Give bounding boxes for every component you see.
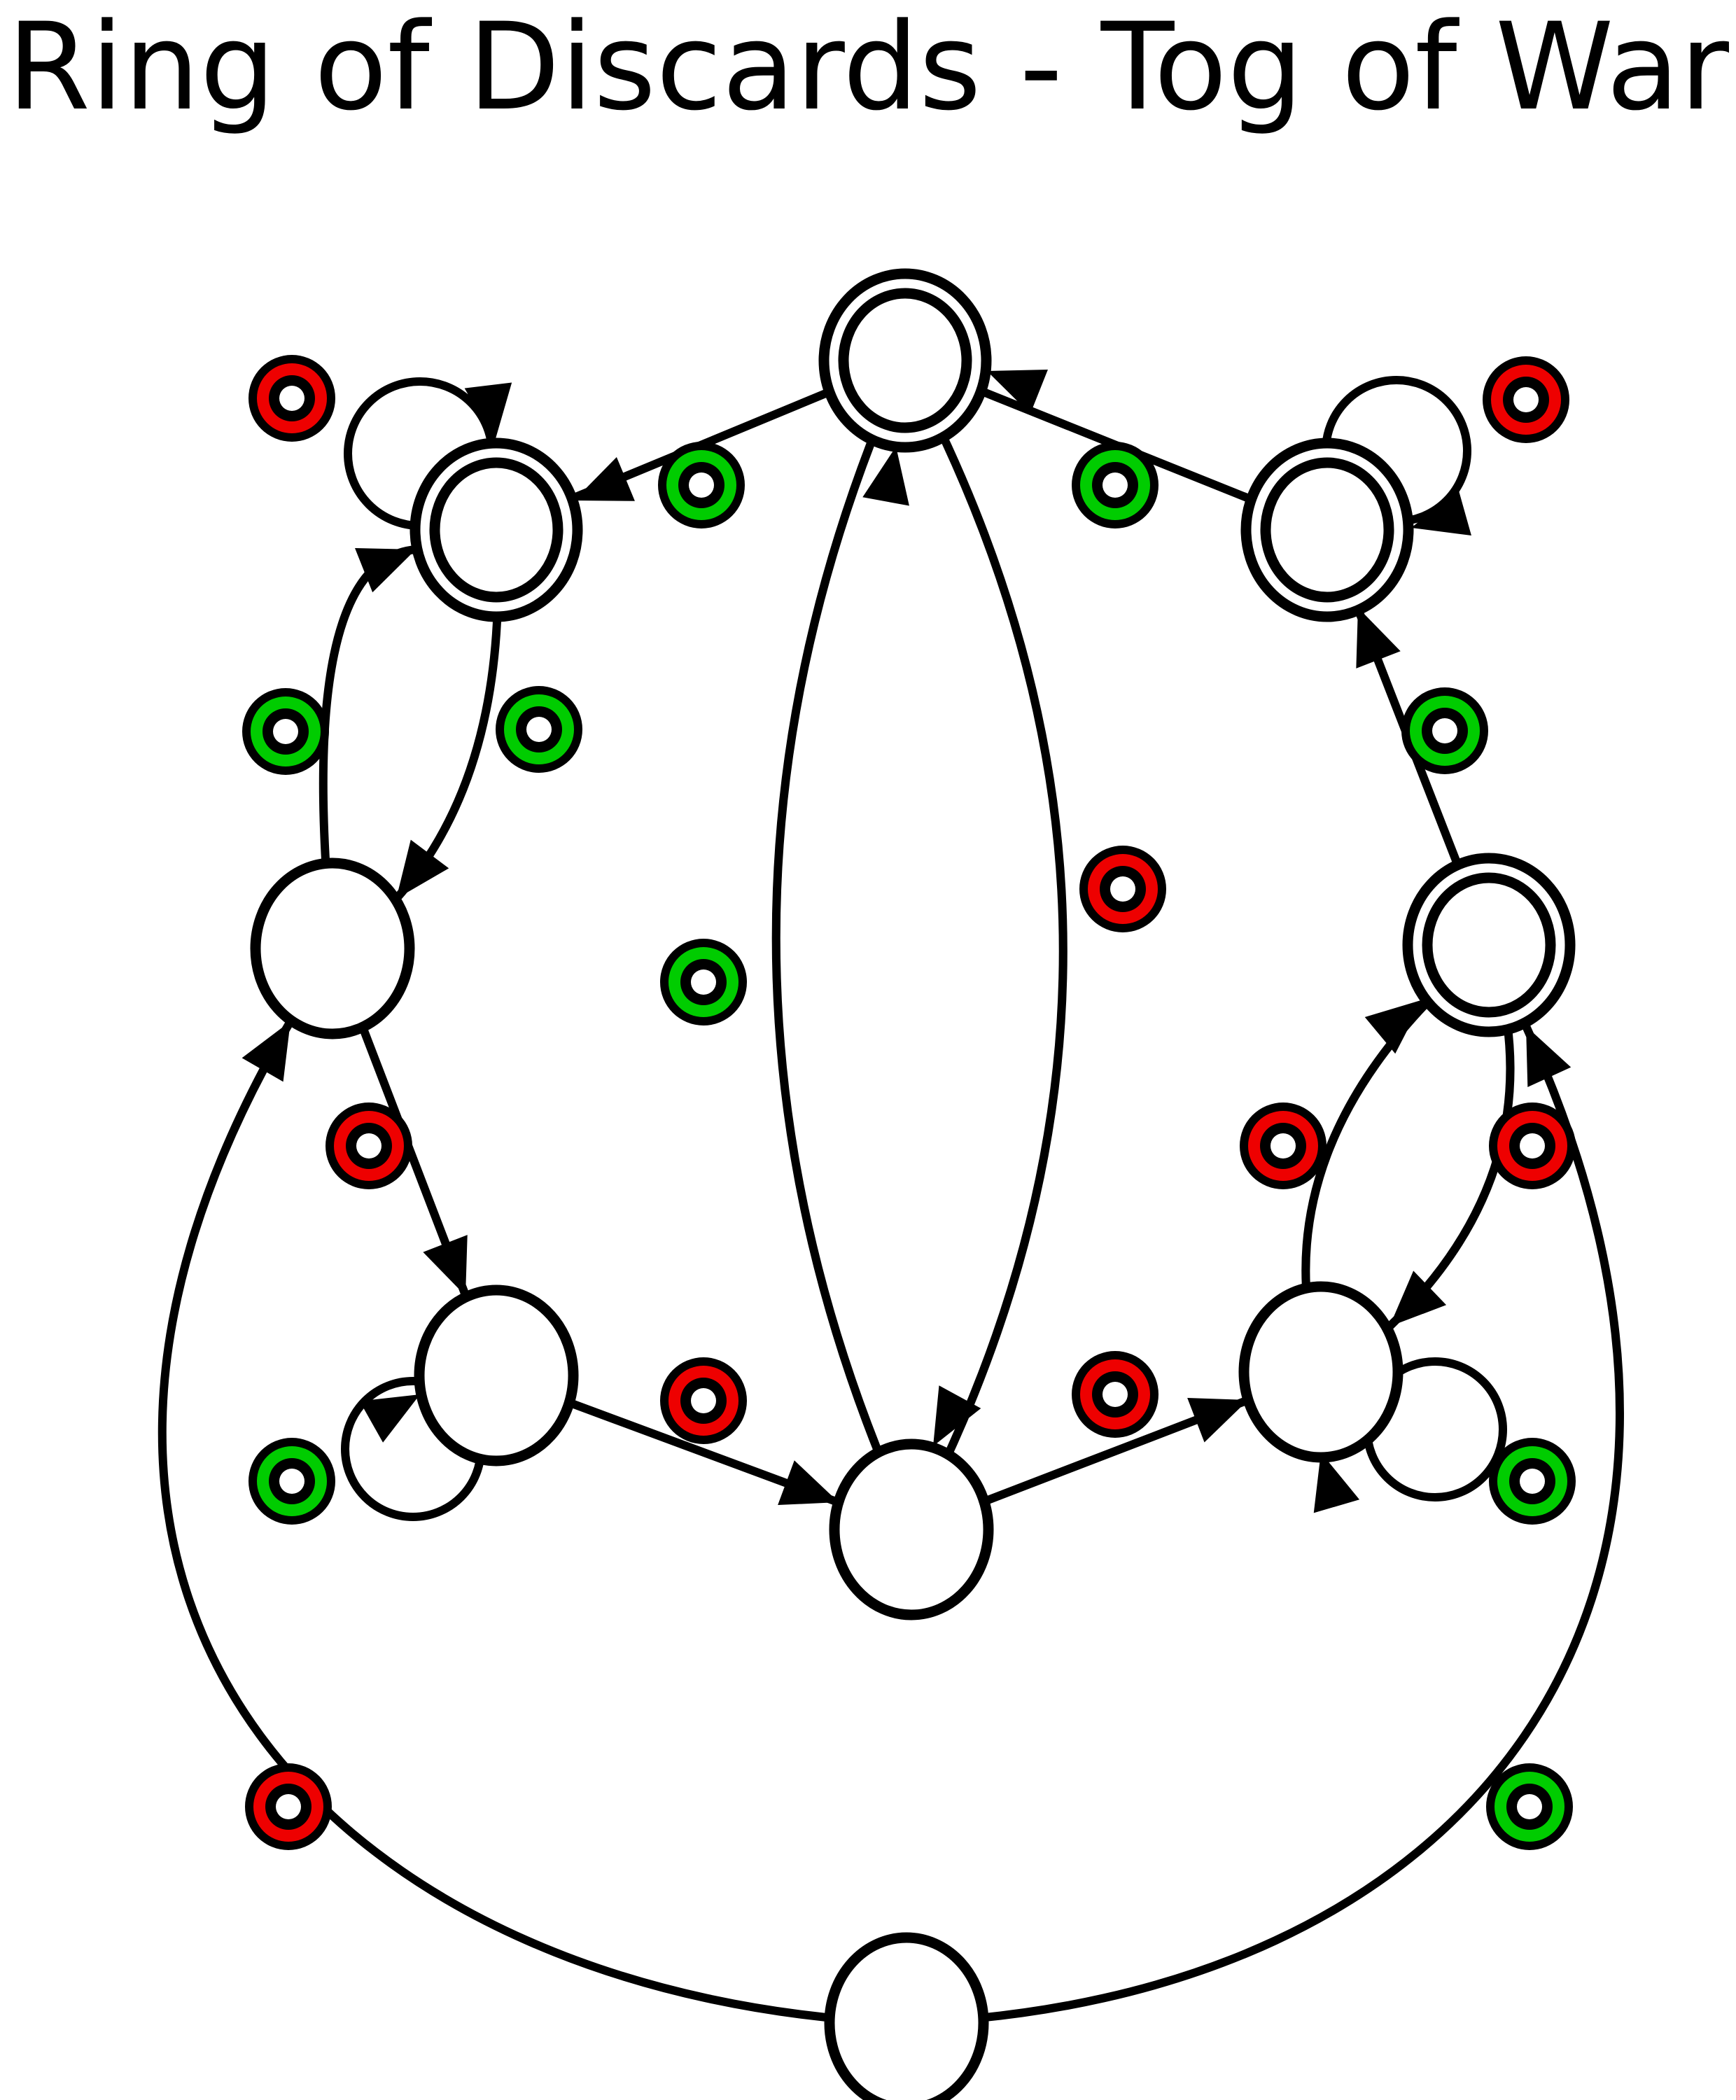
arrowhead-self-loop-bottom-right (1313, 1452, 1360, 1513)
token-hole (273, 719, 298, 744)
arrowhead-self-loop-top-right (1411, 489, 1471, 536)
token-red-17 (245, 1763, 332, 1850)
arrowhead-bottom-right-to-mid-right (1364, 1000, 1423, 1054)
arrowheads-layer (241, 369, 1572, 1513)
token-green-7 (1401, 687, 1488, 774)
arrowhead-bottom-center-to-top (862, 447, 909, 506)
token-red-12 (1489, 1102, 1576, 1189)
token-red-1 (248, 355, 335, 442)
arrowhead-mid-right-to-bottom-right (1390, 1270, 1447, 1326)
token-hole (691, 1388, 716, 1413)
token-hole (276, 1794, 301, 1819)
token-red-14 (1072, 1351, 1158, 1438)
arrowhead-top-right-to-top (987, 369, 1048, 414)
state-bottom-right (1238, 1281, 1404, 1463)
token-hole (1520, 1469, 1545, 1494)
token-green-18 (1486, 1763, 1573, 1850)
token-hole (356, 1133, 382, 1158)
arrowhead-bottom-to-mid-left (241, 1021, 290, 1082)
token-hole (1517, 1794, 1542, 1819)
token-red-2 (1483, 356, 1569, 443)
token-red-10 (326, 1102, 412, 1189)
token-hole (1432, 718, 1457, 743)
token-hole (279, 386, 304, 411)
token-red-8 (1079, 846, 1166, 932)
state-bottom-left (414, 1284, 579, 1466)
state-top-right-inner-ring (1260, 457, 1394, 603)
state-mid-right-inner-ring (1422, 872, 1556, 1018)
state-top-inner-ring (838, 288, 972, 433)
arrowhead-top-to-bottom-center (933, 1385, 981, 1446)
tokens-layer (242, 355, 1576, 1850)
token-red-13 (660, 1357, 747, 1444)
arrowhead-bottom-left-to-bottom-center (778, 1460, 839, 1506)
token-green-4 (1072, 442, 1158, 528)
arrowhead-mid-right-to-top-right (1356, 608, 1401, 668)
token-green-15 (248, 1438, 335, 1525)
arrowhead-self-loop-top-left (464, 382, 512, 441)
state-bottom (824, 1932, 989, 2100)
token-red-11 (1240, 1102, 1326, 1189)
token-hole (689, 472, 714, 498)
token-green-5 (242, 688, 329, 775)
arrowhead-mid-left-to-top-left (355, 547, 416, 593)
token-green-16 (1489, 1438, 1576, 1525)
edge-bottom-center-to-top (771, 358, 916, 1532)
edges-layer (158, 356, 1624, 2027)
token-green-6 (496, 686, 582, 773)
arrowhead-top-left-to-mid-left (396, 839, 449, 899)
diagram-title: Ring of Discards - Tog of War (7, 0, 1729, 137)
arrowhead-self-loop-bottom-left (359, 1394, 420, 1443)
arrowhead-mid-left-to-bottom-left (423, 1235, 468, 1296)
arrowhead-top-to-top-left (574, 456, 635, 501)
state-top-left-inner-ring (429, 457, 564, 603)
arrowhead-bottom-to-mid-right (1526, 1026, 1572, 1087)
token-hole (526, 717, 552, 742)
state-bottom-center (829, 1438, 994, 1620)
token-hole (1102, 1382, 1128, 1407)
token-hole (1102, 472, 1128, 498)
token-hole (691, 969, 716, 995)
token-hole (279, 1469, 304, 1494)
arrowhead-bottom-center-to-bottom-right (1187, 1397, 1248, 1443)
token-hole (1110, 876, 1135, 902)
edge-bottom-to-mid-right (906, 1024, 1624, 2027)
state-mid-left (250, 858, 415, 1040)
token-green-9 (660, 939, 747, 1026)
token-hole (1513, 387, 1539, 412)
edge-bottom-to-mid-left (158, 1018, 907, 2027)
token-green-3 (658, 442, 745, 528)
edge-top-to-bottom-center (901, 358, 1068, 1532)
token-hole (1270, 1133, 1296, 1158)
states-layer (250, 268, 1576, 2100)
token-hole (1520, 1133, 1545, 1158)
